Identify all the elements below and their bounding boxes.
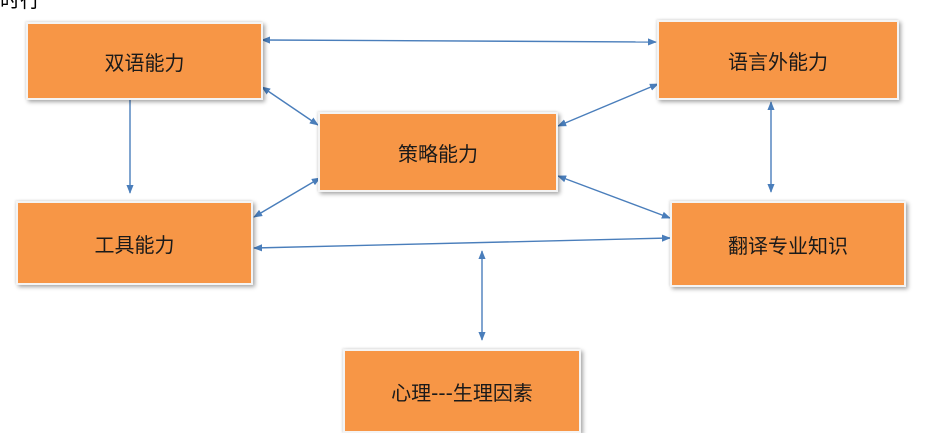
arrow-strategic-instrumental bbox=[253, 177, 321, 218]
node-label: 策略能力 bbox=[398, 141, 478, 166]
arrow-strategic-knowledge bbox=[557, 175, 671, 219]
node-extralinguistic-competence: 语言外能力 bbox=[657, 20, 899, 100]
arrow-extralinguistic-strategic bbox=[557, 83, 659, 127]
node-label: 心理---生理因素 bbox=[391, 380, 533, 405]
node-label: 语言外能力 bbox=[728, 49, 828, 74]
arrow-instrumental-knowledge bbox=[253, 234, 671, 252]
node-label: 双语能力 bbox=[104, 50, 185, 75]
node-label: 翻译专业知识 bbox=[728, 233, 848, 258]
node-label: 工具能力 bbox=[94, 232, 175, 257]
arrow-bilingual-strategic bbox=[261, 86, 319, 126]
node-bilingual-competence: 双语能力 bbox=[26, 22, 263, 100]
node-psycho-physiological-components: 心理---生理因素 bbox=[343, 349, 581, 433]
node-translation-knowledge: 翻译专业知识 bbox=[670, 201, 906, 287]
node-strategic-competence: 策略能力 bbox=[318, 112, 558, 192]
cut-off-header-text: 时行 bbox=[0, 0, 40, 12]
node-instrumental-competence: 工具能力 bbox=[16, 201, 253, 285]
arrow-bilingual-extralinguistic bbox=[261, 36, 657, 46]
